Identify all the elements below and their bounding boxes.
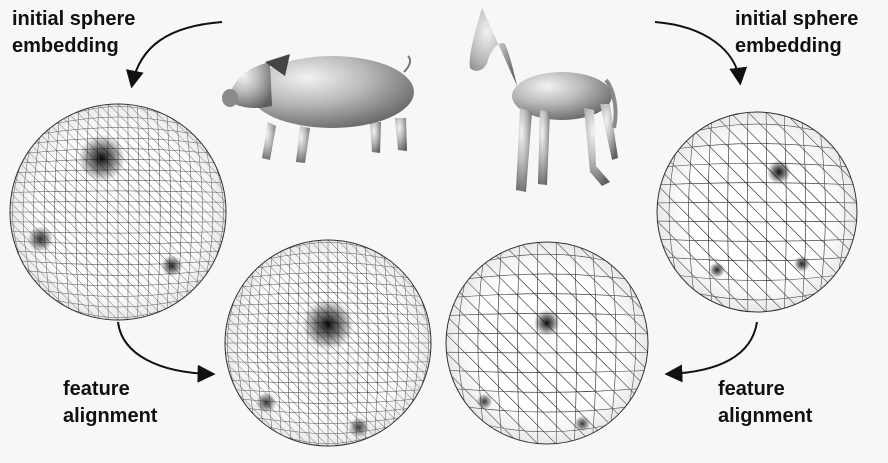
- alignment-arrow-left: [118, 322, 212, 374]
- initial-sphere-embedding-label-left: initial sphere embedding: [12, 6, 135, 60]
- feature-alignment-label-right: feature alignment: [718, 376, 812, 430]
- initial-sphere-embedding-label-right: initial sphere embedding: [735, 6, 858, 60]
- embedding-arrow-right: [655, 22, 740, 82]
- pig-model: [222, 54, 414, 163]
- feature-alignment-label-left: feature alignment: [63, 376, 157, 430]
- embedding-arrow-left: [132, 22, 222, 85]
- alignment-arrow-right: [668, 322, 757, 374]
- horse-model: [470, 8, 618, 192]
